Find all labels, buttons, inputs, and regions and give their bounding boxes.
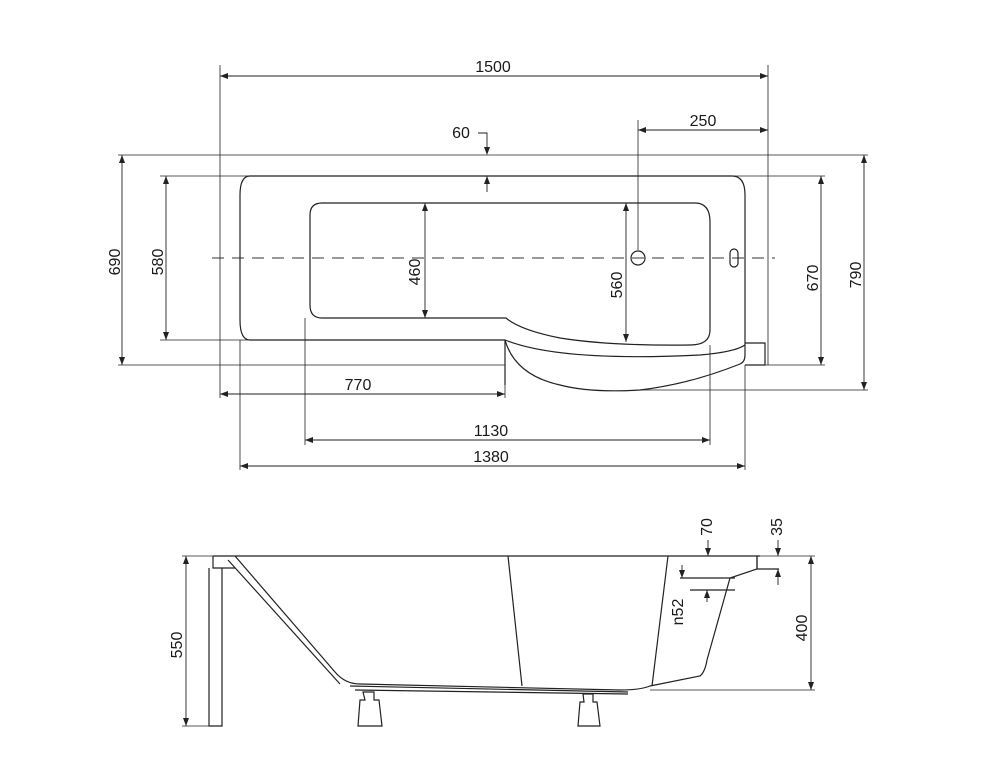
side-overflow-channel [680, 577, 735, 591]
apron-panel [208, 568, 223, 727]
dim-1130: 1130 [474, 423, 509, 440]
top-view: 1500 250 60 690 580 460 560 [107, 59, 868, 470]
side-inner-slope-left [227, 559, 341, 685]
dim-35: 35 [769, 518, 786, 536]
dim-1380: 1380 [473, 449, 509, 466]
dim-60: 60 [452, 125, 470, 142]
overflow-icon [729, 248, 739, 268]
dim-400: 400 [794, 615, 811, 642]
foot-right [577, 693, 601, 727]
dim-670: 670 [805, 265, 822, 292]
dim-460: 460 [407, 259, 424, 286]
front-step [745, 342, 766, 366]
drain-icon [630, 250, 646, 266]
side-basin-profile [234, 555, 758, 691]
foot-left [357, 691, 383, 727]
dim-690: 690 [107, 249, 124, 276]
side-rim-step [756, 556, 779, 570]
dim-790: 790 [848, 262, 865, 289]
shell-inner-rim-line [504, 339, 746, 358]
side-rim-left [212, 556, 235, 569]
side-inner-slope-right [651, 555, 669, 687]
side-view: 550 400 70 35 n52 [169, 518, 815, 727]
dim-550: 550 [169, 632, 186, 659]
inner-basin-outline [309, 202, 711, 346]
dim-70: 70 [699, 518, 716, 536]
dim-1500: 1500 [475, 59, 511, 76]
outer-shell-outline [239, 175, 746, 392]
dim-580: 580 [150, 249, 167, 276]
dim-770: 770 [345, 377, 372, 394]
dim-560: 560 [609, 272, 626, 299]
side-divider [507, 555, 523, 687]
dim-250: 250 [690, 113, 717, 130]
side-base-plate [349, 685, 629, 693]
dim-n52: n52 [670, 599, 687, 626]
